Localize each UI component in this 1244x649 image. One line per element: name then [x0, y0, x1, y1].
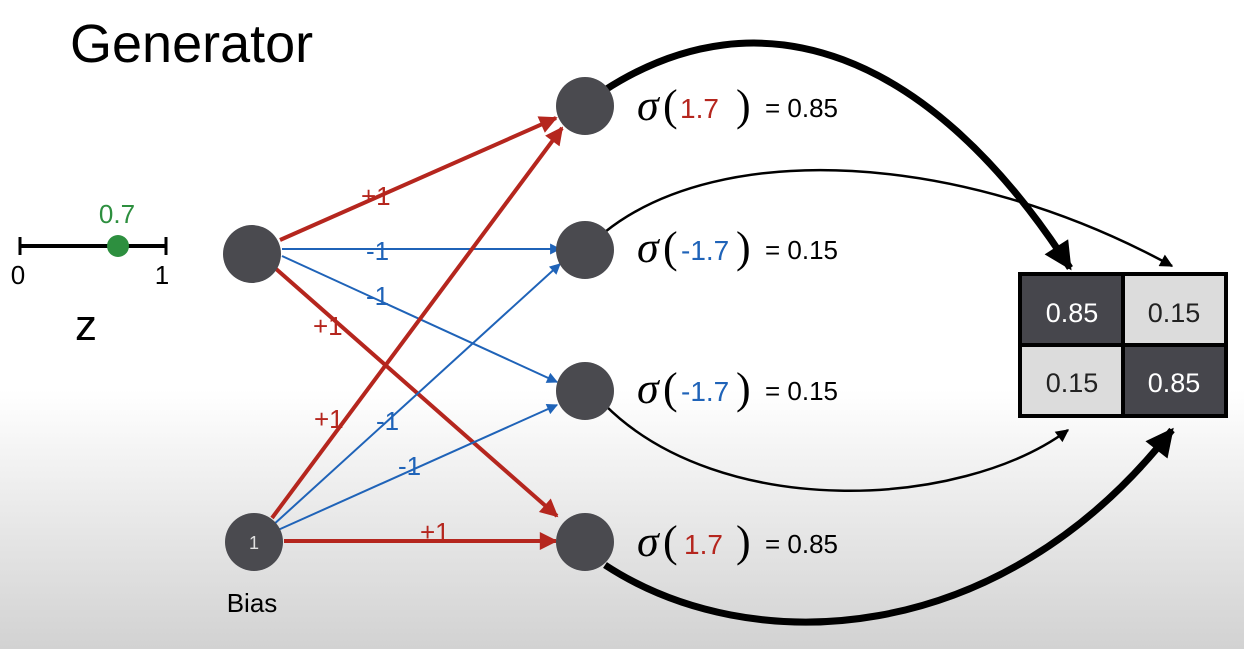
grid-cell-value: 0.15 [1046, 368, 1099, 398]
edge-bias-h3 [277, 404, 559, 531]
weight-label-z-h3: -1 [366, 281, 389, 311]
open-paren: ( [663, 364, 678, 413]
output-arrow-h3 [604, 404, 1070, 492]
sigma-symbol: σ [637, 364, 661, 413]
grid-cell-dark [1022, 276, 1121, 343]
edge-bias-h1 [270, 126, 564, 520]
activation-arg: -1.7 [681, 235, 729, 266]
sigma-symbol: σ [637, 517, 661, 566]
weight-label-bias-h4: +1 [420, 517, 450, 547]
output-arrow-h4 [603, 427, 1175, 626]
edge-bias-h2 [271, 263, 561, 527]
weight-labels: +1 -1 -1 +1 +1 -1 -1 +1 [313, 181, 450, 547]
z-slider: 0.7 0 1 z [11, 199, 169, 350]
weight-label-bias-h2: -1 [376, 406, 399, 436]
hidden-node-2 [556, 221, 614, 279]
hidden-node-4 [556, 513, 614, 571]
weight-label-z-h4: +1 [313, 311, 343, 341]
weight-label-z-h1: +1 [361, 181, 391, 211]
z-min-label: 0 [11, 260, 25, 290]
activation-2: σ ( -1.7 ) = 0.15 [637, 223, 838, 272]
output-image-grid: 0.85 0.15 0.15 0.85 [1018, 272, 1228, 418]
grid-cell-dark [1125, 347, 1224, 414]
weight-label-bias-h1: +1 [314, 404, 344, 434]
weight-label-bias-h3: -1 [398, 451, 421, 481]
open-paren: ( [663, 517, 678, 566]
hidden-layer [556, 77, 614, 571]
hidden-node-1 [556, 77, 614, 135]
diagram-title: Generator [70, 14, 313, 74]
z-value-label: 0.7 [99, 199, 135, 229]
open-paren: ( [663, 81, 678, 130]
activation-arg: -1.7 [681, 376, 729, 407]
activation-arg: 1.7 [684, 529, 723, 560]
output-connections [603, 39, 1175, 626]
close-paren: ) [736, 364, 751, 413]
edge-z-h1 [279, 116, 558, 242]
grid-cell-value: 0.85 [1046, 298, 1099, 328]
sigma-symbol: σ [637, 81, 661, 130]
activation-result: = 0.85 [765, 93, 838, 123]
grid-cell-light [1022, 347, 1121, 414]
edge-z-h4 [273, 266, 559, 518]
close-paren: ) [736, 81, 751, 130]
grid-cell-value: 0.15 [1148, 298, 1201, 328]
activation-result: = 0.85 [765, 529, 838, 559]
input-node-bias [225, 513, 283, 571]
activation-result: = 0.15 [765, 235, 838, 265]
z-slider-knob [107, 235, 129, 257]
bias-caption: Bias [227, 588, 278, 618]
input-connections [270, 116, 564, 550]
activation-4: σ ( 1.7 ) = 0.85 [637, 517, 838, 566]
output-arrow-h1 [603, 39, 1073, 271]
hidden-node-3 [556, 362, 614, 420]
weight-label-z-h2: -1 [366, 236, 389, 266]
input-node-z [223, 225, 281, 283]
activation-arg: 1.7 [680, 93, 719, 124]
activation-result: = 0.15 [765, 376, 838, 406]
z-variable-label: z [75, 301, 97, 350]
z-max-label: 1 [155, 260, 169, 290]
close-paren: ) [736, 517, 751, 566]
activation-3: σ ( -1.7 ) = 0.15 [637, 364, 838, 413]
bias-node-value: 1 [249, 533, 259, 553]
grid-cell-light [1125, 276, 1224, 343]
grid-cell-value: 0.85 [1148, 368, 1201, 398]
output-arrow-h2 [604, 168, 1174, 268]
close-paren: ) [736, 223, 751, 272]
open-paren: ( [663, 223, 678, 272]
activation-1: σ ( 1.7 ) = 0.85 [637, 81, 838, 130]
sigma-symbol: σ [637, 223, 661, 272]
